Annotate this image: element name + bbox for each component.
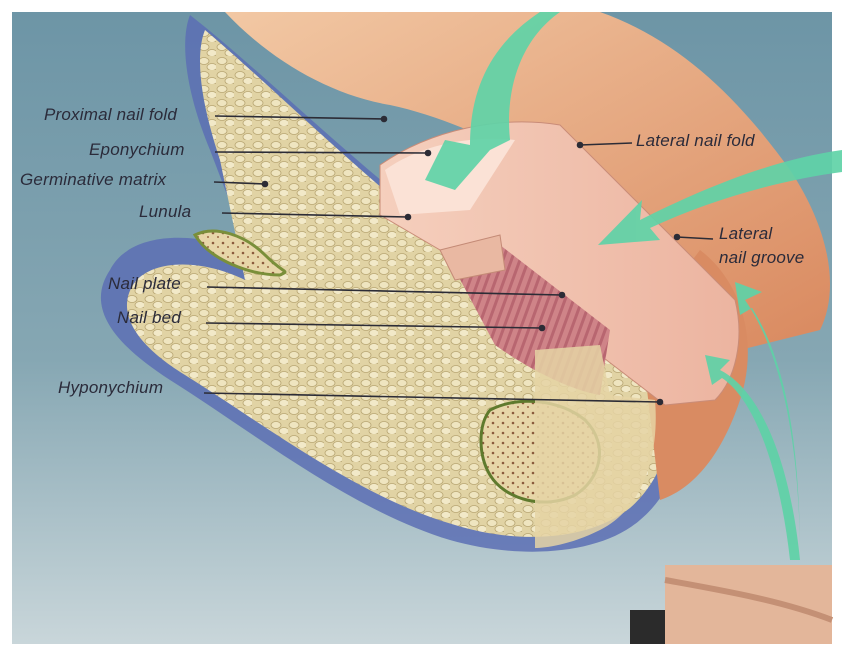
- label-lateral-nail-groove-line1: Lateral: [719, 224, 772, 244]
- label-lunula: Lunula: [139, 202, 191, 222]
- label-lateral-nail-fold: Lateral nail fold: [636, 131, 755, 151]
- label-germinative-matrix: Germinative matrix: [20, 170, 166, 190]
- label-nail-plate: Nail plate: [108, 274, 181, 294]
- label-nail-bed: Nail bed: [117, 308, 181, 328]
- label-lateral-nail-groove-line2: nail groove: [719, 248, 804, 268]
- label-proximal-nail-fold: Proximal nail fold: [44, 105, 177, 125]
- label-hyponychium: Hyponychium: [58, 378, 163, 398]
- inset-photo: [665, 565, 832, 644]
- label-eponychium: Eponychium: [89, 140, 185, 160]
